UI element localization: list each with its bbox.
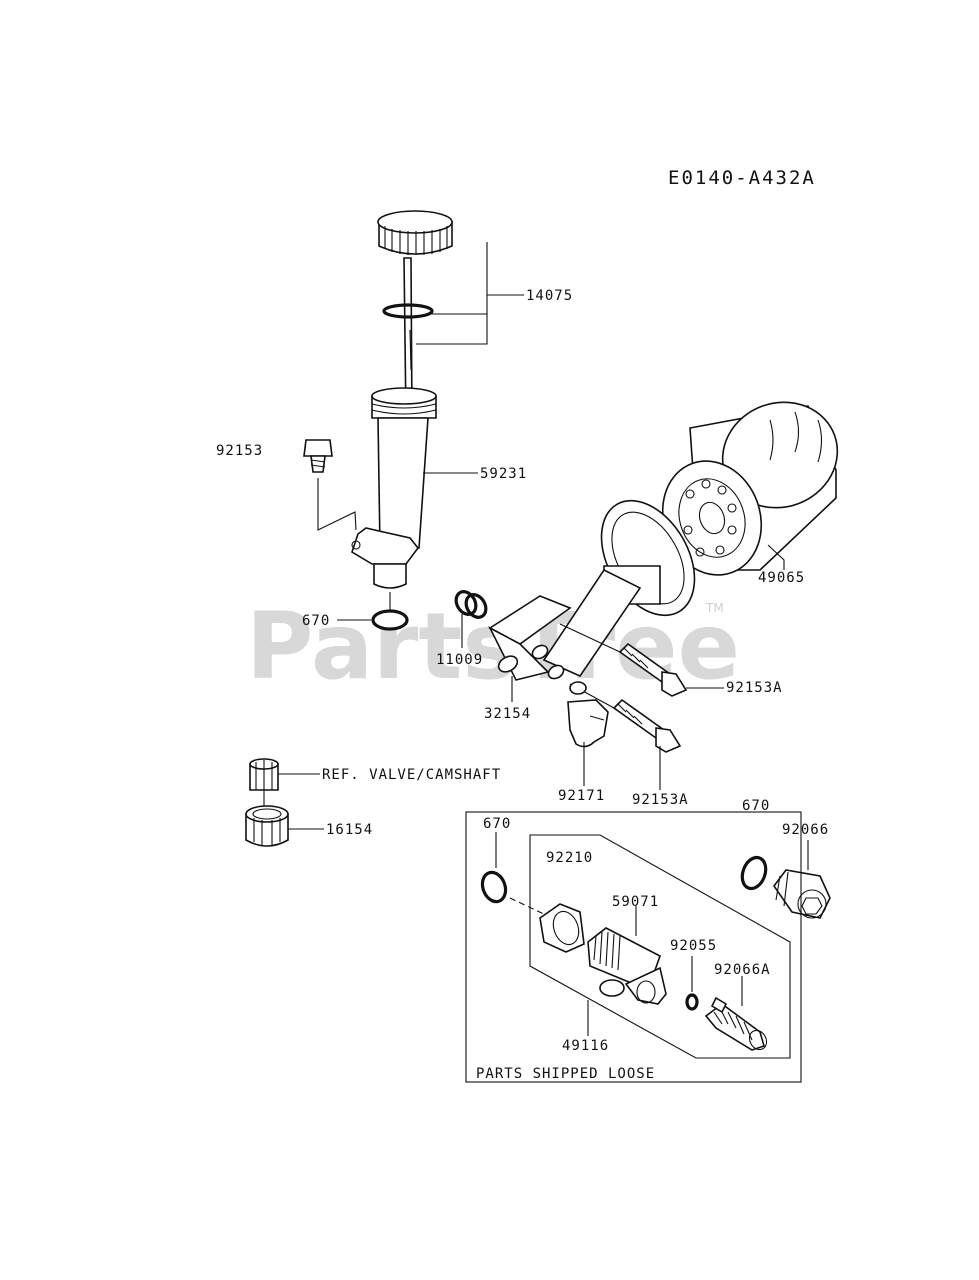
leader-14075 — [416, 242, 524, 345]
clamp-92171-part[interactable] — [567, 681, 609, 748]
label-92153: 92153 — [216, 443, 263, 459]
leader-670-box-dash — [509, 897, 549, 917]
watermark-trademark: TM — [705, 601, 724, 615]
nut-92210-part[interactable] — [539, 903, 585, 953]
label-670-box: 670 — [483, 816, 511, 832]
bolt-92153A-top-part[interactable] — [618, 642, 688, 697]
bolt-92153A-bottom-part[interactable] — [612, 698, 682, 753]
o-ring-670-right[interactable] — [738, 854, 770, 892]
bolt-92153-part[interactable] — [303, 439, 333, 473]
screw-92066A-part[interactable] — [704, 996, 770, 1053]
label-670-right: 670 — [742, 798, 770, 814]
label-49065: 49065 — [758, 570, 805, 586]
label-92066A: 92066A — [714, 962, 771, 978]
label-92055: 92055 — [670, 938, 717, 954]
elbow-59071-part[interactable] — [587, 927, 667, 1005]
label-ref-valve: REF. VALVE/CAMSHAFT — [322, 767, 501, 783]
valve-camshaft-ref-part[interactable] — [249, 758, 279, 791]
label-14075: 14075 — [526, 288, 573, 304]
label-11009: 11009 — [436, 652, 483, 668]
parts-shipped-loose-box: PARTS SHIPPED LOOSE — [465, 811, 802, 1083]
o-ring-670-left[interactable] — [371, 609, 409, 631]
label-92153A-bottom: 92153A — [632, 792, 689, 808]
label-92066: 92066 — [782, 822, 829, 838]
label-670-left: 670 — [302, 613, 330, 629]
diagram-code: E0140-A432A — [668, 167, 816, 189]
label-92171: 92171 — [558, 788, 605, 804]
dipstick-part[interactable] — [377, 210, 453, 421]
filter-bracket-part[interactable] — [488, 484, 714, 681]
o-ring-670-box[interactable] — [479, 869, 510, 905]
box-caption: PARTS SHIPPED LOOSE — [476, 1066, 655, 1082]
label-59231: 59231 — [480, 466, 527, 482]
dipstick-o-ring — [382, 303, 434, 319]
label-59071: 59071 — [612, 894, 659, 910]
part-16154[interactable] — [245, 805, 289, 847]
label-32154: 32154 — [484, 706, 531, 722]
label-49116: 49116 — [562, 1038, 609, 1054]
leader-49065 — [767, 544, 785, 570]
o-ring-92055[interactable] — [685, 993, 699, 1011]
label-16154: 16154 — [326, 822, 373, 838]
oil-filter-part[interactable] — [647, 386, 852, 589]
fitting-11009-part[interactable] — [452, 588, 490, 621]
dipstick-tube-part[interactable] — [351, 387, 437, 589]
drain-plug-92066-part[interactable] — [773, 869, 831, 919]
leader-92153-bolt — [317, 478, 357, 531]
label-92210: 92210 — [546, 850, 593, 866]
label-92153A-top: 92153A — [726, 680, 783, 696]
leader-92153A-top — [559, 623, 724, 689]
